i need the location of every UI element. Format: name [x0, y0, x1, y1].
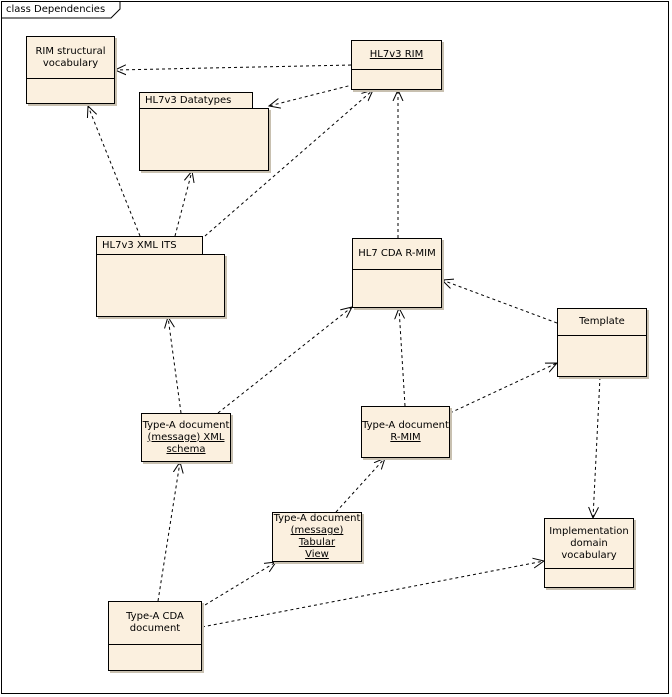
- edge-typearmim-to-template: [449, 363, 557, 414]
- class-type-a-rmim-line1: Type-A document: [362, 420, 449, 431]
- class-hl7v3-rim-label: HL7v3 RIM: [369, 49, 424, 60]
- class-type-a-xml-schema-line1: Type-A document: [142, 419, 230, 431]
- edge-xmlits-to-rim-vocab: [88, 106, 141, 237]
- class-implementation-domain-vocabulary[interactable]: Implementation domain vocabulary: [544, 518, 634, 588]
- class-type-a-tabular-view-line1: Type-A document: [273, 513, 361, 524]
- class-type-a-cda-document[interactable]: Type-A CDA document: [108, 601, 202, 671]
- edge-schema-to-cdarmim: [217, 307, 352, 414]
- package-hl7v3-datatypes-label: HL7v3 Datatypes: [145, 95, 232, 106]
- class-template-label: Template: [579, 316, 625, 327]
- package-hl7v3-datatypes-tab: HL7v3 Datatypes: [139, 92, 253, 109]
- class-rim-structural-vocabulary[interactable]: RIM structural vocabulary: [26, 36, 115, 104]
- package-hl7v3-xml-its-tab: HL7v3 XML ITS: [96, 236, 203, 255]
- package-hl7v3-datatypes[interactable]: [139, 108, 269, 171]
- package-hl7v3-xml-its-label: HL7v3 XML ITS: [102, 240, 177, 251]
- class-type-a-tabular-view-line3: View: [305, 549, 329, 560]
- class-rim-structural-vocabulary-label: RIM structural vocabulary: [35, 45, 106, 69]
- edge-cdadoc-to-schema: [157, 462, 180, 602]
- edge-typearmim-to-cdarmim: [399, 308, 406, 407]
- class-implementation-domain-vocabulary-line2: domain: [570, 537, 608, 549]
- class-type-a-xml-schema[interactable]: Type-A document (message) XML schema: [141, 413, 231, 462]
- frame-title-tab: [1, 1, 121, 19]
- class-type-a-tabular-view[interactable]: Type-A document (message) Tabular View: [272, 512, 362, 562]
- edge-cdadoc-to-tabular: [199, 562, 276, 609]
- edge-tabular-to-typearmim: [335, 458, 385, 513]
- class-type-a-cda-document-line1: Type-A CDA: [126, 611, 184, 622]
- class-template[interactable]: Template: [557, 308, 647, 377]
- class-type-a-xml-schema-line2: (message) XML: [147, 431, 225, 443]
- class-implementation-domain-vocabulary-line1: Implementation: [549, 525, 629, 537]
- edge-rim-to-rim-vocab: [115, 65, 352, 70]
- edge-xmlits-to-rim: [204, 90, 373, 237]
- edge-schema-to-xmlits: [168, 317, 182, 414]
- class-implementation-domain-vocabulary-line3: vocabulary: [561, 549, 617, 561]
- class-hl7-cda-rmim[interactable]: HL7 CDA R-MIM: [352, 238, 442, 308]
- class-type-a-cda-document-line2: document: [129, 623, 181, 634]
- edge-xmlits-to-datatypes: [174, 171, 192, 237]
- class-type-a-rmim-line2: R-MIM: [390, 432, 421, 443]
- edge-rim-to-datatypes: [269, 82, 361, 106]
- class-hl7-cda-rmim-label: HL7 CDA R-MIM: [358, 248, 436, 259]
- class-type-a-xml-schema-line3: schema: [166, 443, 206, 455]
- class-type-a-rmim[interactable]: Type-A document R-MIM: [361, 406, 450, 458]
- diagram-title: class Dependencies: [6, 4, 106, 15]
- class-hl7v3-rim[interactable]: HL7v3 RIM: [351, 40, 442, 90]
- edge-cdadoc-to-implvocab: [201, 561, 544, 628]
- package-hl7v3-xml-its[interactable]: [96, 254, 225, 317]
- edge-template-to-cdarmim: [442, 280, 558, 324]
- edge-template-to-implvocab: [593, 376, 601, 518]
- class-type-a-tabular-view-line2: (message) Tabular: [290, 525, 344, 548]
